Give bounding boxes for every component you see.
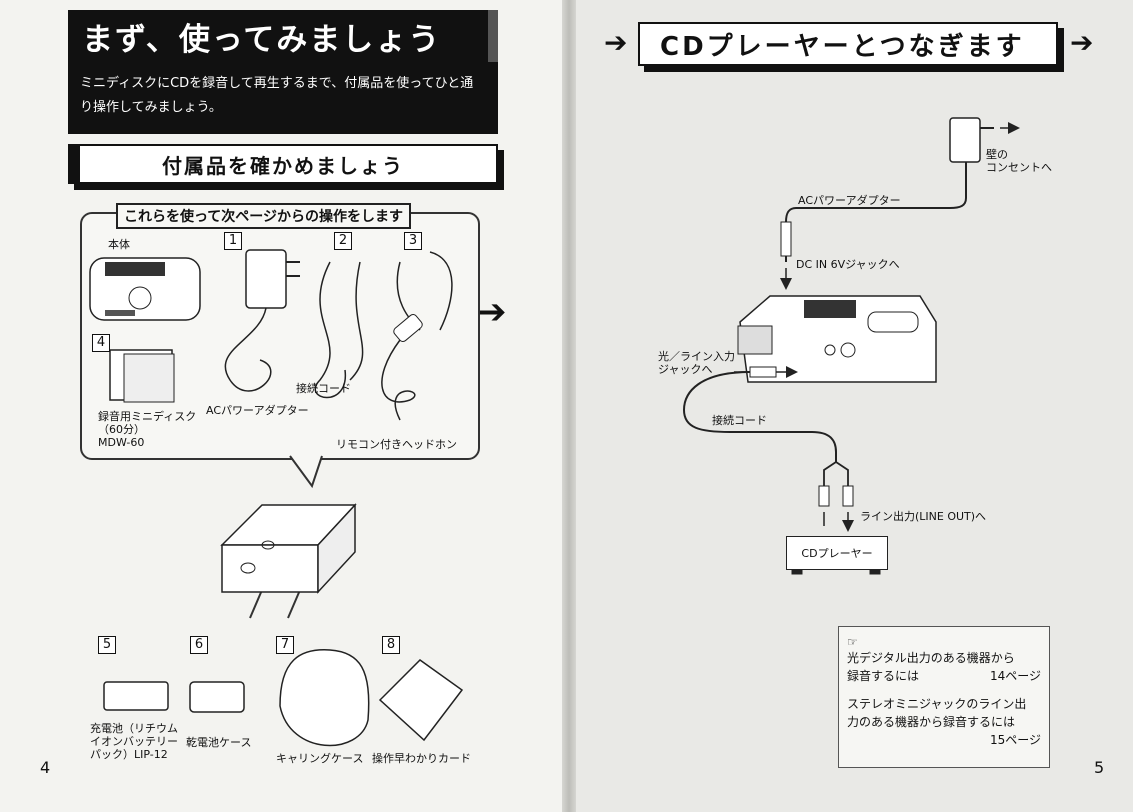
carry-case-label: キャリングケース bbox=[276, 752, 364, 765]
section-title-bar bbox=[70, 146, 80, 182]
cd-player-box: CDプレーヤー bbox=[786, 536, 888, 570]
item-number-5: 5 bbox=[98, 636, 116, 654]
intro-text: ミニディスクにCDを録音して再生するまで、付属品を使ってひと通 り操作してみまし… bbox=[68, 62, 498, 134]
item-number-1: 1 bbox=[224, 232, 242, 250]
intro-line-1: ミニディスクにCDを録音して再生するまで、付属品を使ってひと通 bbox=[80, 76, 474, 91]
left-arrow-icon: ➔ bbox=[604, 26, 628, 59]
outlet-label: コンセントへ bbox=[986, 161, 1052, 174]
item-number-4: 4 bbox=[92, 334, 110, 352]
item-number-3: 3 bbox=[404, 232, 422, 250]
note1-line2: 録音するには bbox=[847, 669, 920, 683]
item-number-6: 6 bbox=[190, 636, 208, 654]
right-ac-adapter-label: ACパワーアダプター bbox=[798, 194, 901, 207]
section-title-text: 付属品を確かめましょう bbox=[162, 153, 404, 178]
line-out-label: ライン出力(LINE OUT)へ bbox=[860, 510, 987, 523]
page-number-right: 5 bbox=[1094, 758, 1105, 777]
intro-line-2: り操作してみましょう。 bbox=[80, 100, 222, 115]
battery-label-1: 充電池（リチウム bbox=[90, 722, 178, 735]
note2-line2: 力のある機器から録音するには bbox=[847, 715, 1016, 729]
dry-case-label: 乾電池ケース bbox=[186, 736, 252, 749]
minidisc-label-2: （60分） bbox=[98, 423, 145, 436]
accessories-header: これらを使って次ページからの操作をします bbox=[116, 203, 412, 229]
right-arrow-icon: ➔ bbox=[1070, 26, 1094, 59]
reference-note: ☞ 光デジタル出力のある機器から 録音するには 14ページ ステレオミニジャック… bbox=[838, 626, 1050, 768]
note2-line1: ステレオミニジャックのライン出 bbox=[847, 697, 1027, 711]
dc-in-label: DC IN 6Vジャックへ bbox=[796, 258, 900, 271]
optical-label-2: ジャックへ bbox=[658, 363, 713, 376]
main-unit-label: 本体 bbox=[108, 238, 130, 251]
wall-label: 壁の bbox=[986, 148, 1008, 161]
pointing-hand-icon: ☞ bbox=[847, 635, 858, 649]
left-page: まず、使ってみましょう ミニディスクにCDを録音して再生するまで、付属品を使って… bbox=[40, 10, 507, 777]
section-title: 付属品を確かめましょう bbox=[68, 144, 498, 184]
minidisc-label-1: 録音用ミニディスク bbox=[98, 410, 197, 423]
page-number-left: 4 bbox=[40, 758, 51, 777]
next-arrow-icon: ➔ bbox=[478, 292, 507, 332]
right-title: CDプレーヤーとつなぎます bbox=[638, 22, 1058, 66]
note1-line1: 光デジタル出力のある機器から bbox=[847, 651, 1015, 665]
note2-page: 15ページ bbox=[989, 733, 1041, 747]
headphone-label: リモコン付きヘッドホン bbox=[336, 438, 457, 451]
quick-card-label: 操作早わかりカード bbox=[372, 752, 471, 765]
ac-adapter-label: ACパワーアダプター bbox=[206, 404, 309, 417]
note1-row: 録音するには 14ページ bbox=[847, 667, 1041, 685]
right-cord-label: 接続コード bbox=[712, 414, 767, 427]
callout-lines bbox=[89, 249, 464, 747]
minidisc-label-3: MDW-60 bbox=[98, 436, 145, 449]
cd-player-label: CDプレーヤー bbox=[801, 547, 873, 560]
item-number-8: 8 bbox=[382, 636, 400, 654]
page-title: まず、使ってみましょう bbox=[68, 10, 498, 62]
battery-label-3: パック）LIP-12 bbox=[90, 748, 168, 761]
note1-page: 14ページ bbox=[989, 669, 1041, 683]
battery-label-2: イオンバッテリー bbox=[90, 735, 178, 748]
item-number-7: 7 bbox=[276, 636, 294, 654]
optical-label-1: 光／ライン入力 bbox=[658, 350, 735, 363]
book-gutter bbox=[562, 0, 576, 812]
cord-label: 接続コード bbox=[296, 382, 351, 395]
item-number-2: 2 bbox=[334, 232, 352, 250]
